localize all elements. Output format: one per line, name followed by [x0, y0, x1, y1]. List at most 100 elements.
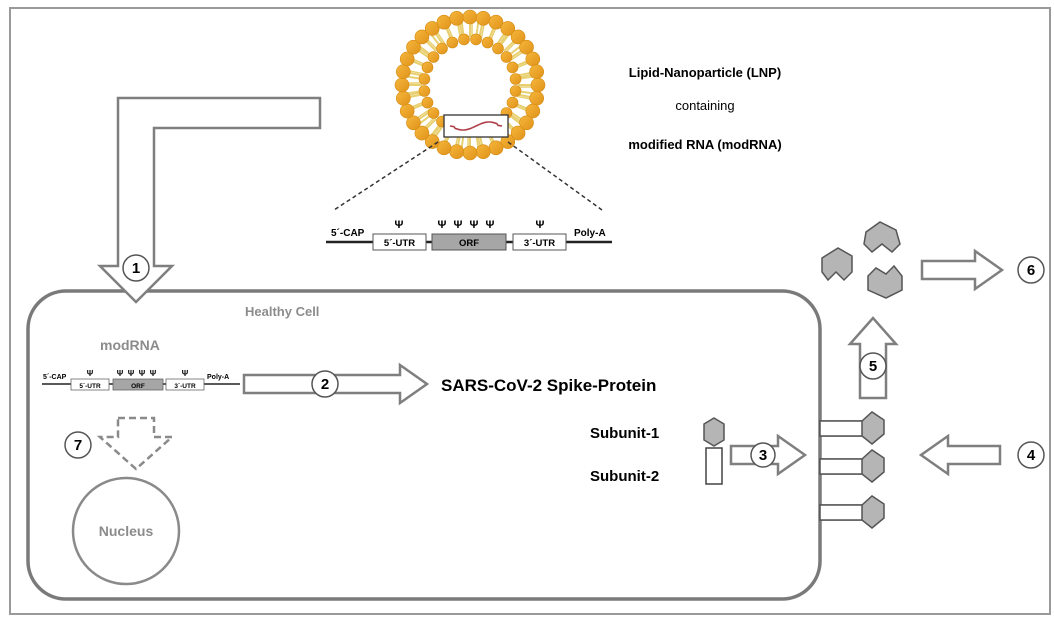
utr3-label-small: 3´-UTR — [174, 383, 196, 390]
step-2-marker — [311, 370, 339, 398]
lipid-tail — [430, 125, 440, 137]
immune-recognition-arrow — [918, 433, 1002, 477]
lipid-tail — [430, 33, 440, 45]
lnp-title: Lipid-Nanoparticle (LNP) — [629, 65, 781, 80]
orf-label-small: ORF — [131, 383, 145, 390]
lipid-head — [475, 11, 491, 26]
utr5-label-small: 5´-UTR — [79, 383, 101, 390]
step-6-label: 6 — [1027, 262, 1035, 279]
rna-construct-large: 5´-CAP 5´-UTR ORF 3´-UTR Poly-A Ψ Ψ Ψ Ψ … — [326, 219, 612, 251]
step-4-label: 4 — [1027, 447, 1036, 464]
lipid-head — [427, 107, 440, 119]
lipid-head — [449, 144, 465, 159]
lipid-head — [462, 145, 478, 161]
psi-mark: Ψ — [470, 219, 479, 231]
step-3-marker — [750, 442, 776, 468]
lipid-tail — [521, 75, 534, 80]
protein-fragment — [863, 221, 901, 254]
orf-box-small — [112, 378, 164, 391]
lipid-head — [509, 73, 522, 85]
lipid-head — [436, 42, 448, 55]
lipid-head — [509, 85, 522, 97]
lipid-head — [436, 14, 452, 30]
surface-spike-stalk — [819, 504, 863, 521]
psi-mark-small: Ψ — [128, 369, 135, 378]
utr5-box — [372, 233, 427, 251]
lnp-subtitle: modified RNA (modRNA) — [628, 137, 781, 152]
lipid-head — [519, 39, 534, 55]
protein-fragment — [867, 264, 903, 299]
psi-mark: Ψ — [486, 219, 495, 231]
lnp-containing: containing — [675, 98, 734, 113]
subunit-1-label: Subunit-1 — [590, 425, 659, 442]
step-7-label: 7 — [74, 437, 82, 454]
zoom-line-right — [507, 141, 603, 211]
subunit-1-shape — [703, 417, 725, 447]
step-1-marker — [122, 254, 150, 282]
lipid-tail — [460, 21, 465, 34]
step-3-label: 3 — [759, 447, 767, 464]
lipid-head — [421, 61, 434, 74]
modrna-label: modRNA — [100, 337, 160, 353]
lipid-head — [446, 36, 459, 49]
psi-mark-small: Ψ — [139, 369, 146, 378]
lipid-head — [414, 29, 430, 45]
lipid-tail — [427, 39, 439, 51]
lipid-tail — [503, 40, 515, 52]
lipid-head — [519, 115, 534, 131]
lipid-head — [396, 64, 411, 80]
subunit-2-shape — [705, 447, 723, 485]
rna-construct-small: 5´-CAP 5´-UTR ORF 3´-UTR Poly-A Ψ Ψ Ψ Ψ … — [42, 369, 240, 391]
lipid-tail — [409, 70, 424, 75]
lipid-tail — [475, 136, 480, 149]
lipid-tail — [425, 40, 437, 52]
utr3-label: 3´-UTR — [524, 238, 555, 249]
lipid-head — [510, 125, 526, 141]
lipid-tail — [475, 21, 480, 34]
lipid-tail — [510, 115, 522, 125]
psi-mark: Ψ — [454, 219, 463, 231]
lipid-head — [424, 134, 440, 149]
lipid-tail — [406, 90, 419, 95]
lipid-head — [506, 96, 519, 109]
lipid-head — [529, 64, 544, 80]
lipid-tail — [460, 136, 465, 149]
healthy-cell — [26, 289, 822, 601]
lipid-tail — [406, 75, 419, 80]
lipid-tail — [504, 42, 516, 54]
lipid-head — [396, 90, 411, 106]
step-4-marker — [1017, 441, 1045, 469]
lipid-head — [427, 51, 440, 63]
lipid-head — [525, 103, 541, 119]
lipid-head — [481, 36, 494, 49]
lipid-head — [418, 85, 431, 97]
orf-label: ORF — [459, 238, 479, 249]
cap-label-small: 5´-CAP — [43, 374, 67, 381]
psi-mark-small: Ψ — [87, 369, 94, 378]
lipid-head — [399, 103, 415, 119]
utr5-label: 5´-UTR — [384, 238, 415, 249]
lipid-tail — [418, 115, 430, 125]
polya-label-small: Poly-A — [207, 374, 229, 381]
step-7-marker — [64, 431, 92, 459]
protein-fragment — [821, 247, 853, 282]
polya-label: Poly-A — [574, 228, 606, 239]
lipid-head — [488, 140, 504, 156]
lipid-head — [530, 77, 546, 93]
lipid-tail — [436, 31, 446, 45]
cap-label: 5´-CAP — [331, 228, 365, 239]
lipid-head — [418, 73, 431, 85]
uptake-arrow — [96, 96, 322, 304]
psi-mark-small: Ψ — [117, 369, 124, 378]
rna-strand — [449, 121, 503, 131]
psi-mark: Ψ — [438, 219, 447, 231]
psi-mark-small: Ψ — [150, 369, 157, 378]
step-6-marker — [1017, 256, 1045, 284]
surface-spike-stalk — [819, 420, 863, 437]
released-protein-fragments — [821, 221, 903, 299]
lipid-head — [510, 29, 526, 45]
lipid-head — [475, 144, 491, 159]
lipid-tail — [500, 33, 510, 45]
lipid-tail — [424, 116, 436, 128]
